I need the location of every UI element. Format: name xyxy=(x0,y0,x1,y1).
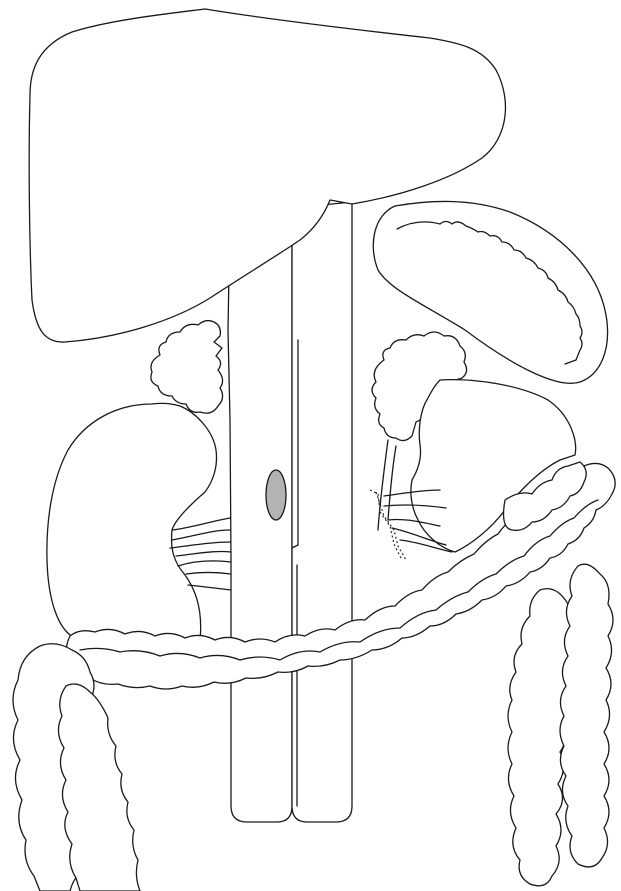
highlighted-lesion xyxy=(266,470,286,520)
ascending-colon-2 xyxy=(58,684,140,891)
aorta xyxy=(292,202,352,822)
right-adrenal-gland xyxy=(151,321,223,414)
right-kidney xyxy=(47,403,217,640)
left-dotted-duct xyxy=(370,490,402,560)
inferior-vena-cava xyxy=(228,234,292,822)
descending-colon-2 xyxy=(560,564,613,867)
